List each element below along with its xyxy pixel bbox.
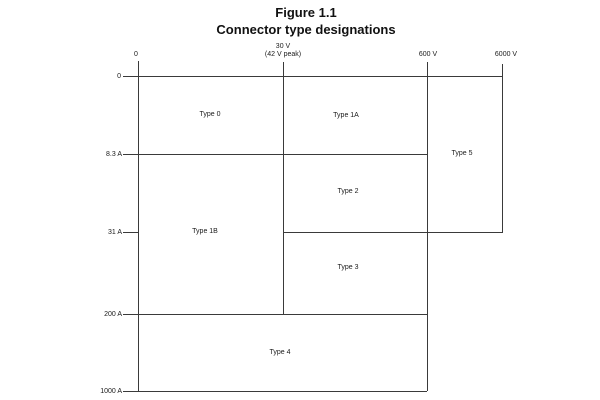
current-tick-200a: 200 A <box>104 311 122 318</box>
voltage-tick-6000v: 6000 V <box>495 51 517 59</box>
current-tick-8-3a: 8.3 A <box>106 151 122 158</box>
grid-line-30v <box>283 62 284 314</box>
voltage-tick-600v-label: 600 V <box>418 51 438 58</box>
current-tick-0: 0 <box>117 73 121 80</box>
voltage-tick-0: 0 <box>134 51 138 59</box>
grid-line-0a <box>123 76 503 77</box>
voltage-tick-600v: 600 V <box>419 51 437 59</box>
grid-line-6000v <box>502 64 503 232</box>
axis-line-0v <box>138 61 139 392</box>
grid-line-1000a <box>123 391 427 392</box>
grid-line-8-3a <box>123 154 427 155</box>
figure-caption: Connector type designations <box>216 22 396 37</box>
voltage-tick-6000v-label: 6000 V <box>494 51 518 58</box>
region-type-1a: Type 1A <box>333 112 359 119</box>
current-tick-31a: 31 A <box>107 229 122 236</box>
grid-line-31a <box>283 232 503 233</box>
region-type-3: Type 3 <box>337 264 359 271</box>
voltage-tick-30v-sublabel: (42 V peak) <box>264 51 302 58</box>
figure-title: Figure 1.1 Connector type designations <box>6 4 600 38</box>
region-type-0: Type 0 <box>199 111 221 118</box>
region-type-2: Type 2 <box>337 188 359 195</box>
region-type-1b: Type 1B <box>192 228 218 235</box>
region-type-5: Type 5 <box>451 150 473 157</box>
voltage-tick-0-label: 0 <box>134 51 138 58</box>
figure-number: Figure 1.1 <box>275 5 337 20</box>
tick-31a <box>123 232 138 233</box>
voltage-tick-30v: 30 V (42 V peak) <box>265 43 301 59</box>
grid-line-200a <box>123 314 427 315</box>
region-type-4: Type 4 <box>269 349 291 356</box>
grid-line-600v <box>427 62 428 391</box>
current-tick-1000a: 1000 A <box>100 388 122 395</box>
voltage-tick-30v-label: 30 V <box>275 43 291 50</box>
